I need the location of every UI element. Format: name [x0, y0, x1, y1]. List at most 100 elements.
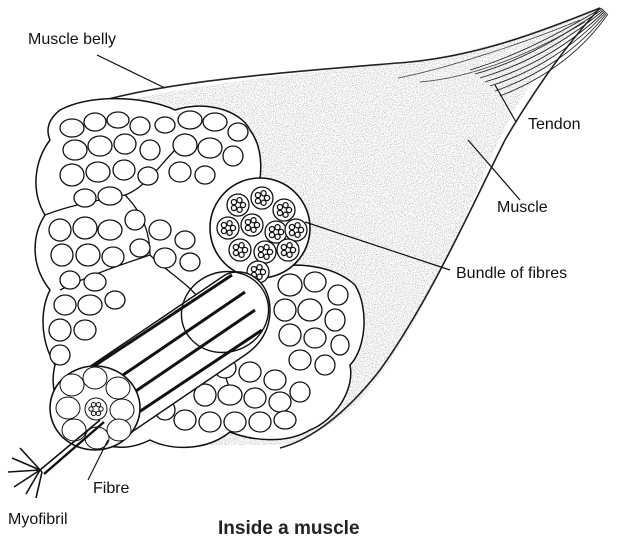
myofibril-dot [227, 221, 232, 226]
myofibril-dot [254, 222, 259, 227]
fibre-cell [224, 412, 246, 432]
myofibril-dot [230, 225, 235, 230]
myofibril-dot [251, 218, 256, 223]
fibre-cell [107, 112, 129, 128]
fibre-cell [174, 410, 196, 430]
myofibril-dot [231, 205, 236, 210]
fibre-cell [249, 412, 271, 432]
fibre-cell [155, 117, 175, 133]
myofibril-dot [91, 411, 95, 415]
myofibril-dot [255, 192, 260, 197]
fibre-cell [328, 285, 348, 305]
myofibril-dot [261, 200, 266, 205]
myofibril-dot [289, 230, 294, 235]
myofibril-dot [245, 225, 250, 230]
myofibril-dot [91, 402, 95, 406]
fibre-cell [149, 220, 171, 240]
fibre-cell [51, 244, 73, 266]
myofibril-dot [233, 244, 238, 249]
fibre-cell [88, 136, 112, 156]
myofibril-dot [260, 269, 265, 274]
myofibril-dot [267, 249, 272, 254]
myofibril-dot [221, 228, 226, 233]
myofibril-dot [277, 210, 282, 215]
myofibril-dot [242, 247, 247, 252]
fibre-cell [331, 335, 349, 355]
fibre-cell [60, 271, 80, 289]
label-myofibril: Myofibril [8, 512, 68, 528]
fibre-cell [84, 273, 106, 291]
fibre-cell [289, 350, 311, 370]
myofibril-dot [295, 232, 300, 237]
myofibril-dot [261, 191, 266, 196]
label-muscle-belly: Muscle belly [28, 32, 116, 48]
fibre-cell [130, 239, 150, 257]
fibre-cell [98, 220, 122, 240]
fibre-cell [98, 187, 122, 205]
myofibril-dot [239, 252, 244, 257]
myofibril-circle [106, 377, 130, 399]
myofibril-circle [60, 374, 84, 396]
fibre-cell [169, 162, 191, 182]
fibre-cell [105, 291, 125, 309]
fibre-cell [223, 146, 243, 166]
myofibril-dot [290, 247, 295, 252]
myofibril-dot [287, 243, 292, 248]
myofibril-dot [281, 244, 286, 249]
myofibril-dot [257, 274, 262, 279]
myofibril-dot [257, 265, 262, 270]
fibre-cell [304, 272, 326, 292]
fibre-cell [86, 162, 110, 182]
myofibril-dot [281, 250, 286, 255]
myofibril-dot [264, 254, 269, 259]
fibre-cell [274, 299, 296, 321]
myofibril-dot [255, 198, 260, 203]
label-tendon: Tendon [528, 117, 581, 133]
diagram-caption: Inside a muscle [218, 519, 360, 538]
fibre-cell [60, 164, 84, 186]
myofibril-dot [96, 402, 100, 406]
myofibril-dot [239, 243, 244, 248]
fibre-cell [130, 117, 150, 135]
fibre-cell [84, 113, 106, 131]
myofibril-dot [286, 207, 291, 212]
myofibril-circle [110, 399, 134, 421]
myofibril-dot [96, 411, 100, 415]
fibre-cell [199, 412, 221, 432]
label-muscle: Muscle [497, 200, 548, 216]
myofibril-dot [283, 212, 288, 217]
myofibril-dot [251, 266, 256, 271]
myofibril-dot [89, 407, 93, 411]
myofibril-dot [298, 227, 303, 232]
fibre-cell [195, 166, 215, 184]
fibre-cell [125, 210, 145, 230]
myofibril-dot [221, 222, 226, 227]
fibre-cell [264, 370, 286, 390]
myofibril-dot [264, 245, 269, 250]
fibre-cell [315, 355, 335, 375]
myofibril-circle [83, 367, 107, 389]
myofibril-dot [275, 234, 280, 239]
fibre-cell [140, 140, 160, 160]
myofibril-dot [237, 198, 242, 203]
myofibril-dot [264, 195, 269, 200]
myofibril-dot [258, 246, 263, 251]
fibre-cell [180, 253, 200, 271]
myofibril-dot [240, 202, 245, 207]
myofibril-dot [269, 232, 274, 237]
myofibril-dot [233, 250, 238, 255]
fibre-cell [274, 411, 296, 429]
fibre-cell [175, 231, 195, 249]
fibre-cell [244, 388, 266, 408]
fibre-cell [74, 320, 96, 340]
fibre-cell [154, 248, 176, 268]
fibre-cell [78, 295, 102, 315]
myofibril-circle [56, 397, 80, 419]
fibre-cell [102, 247, 124, 267]
myofibril-dot [295, 223, 300, 228]
fibre-cell [114, 134, 136, 154]
fibre-cell [325, 309, 345, 331]
fibre-cell [239, 362, 261, 382]
fibre-cell [279, 324, 301, 346]
